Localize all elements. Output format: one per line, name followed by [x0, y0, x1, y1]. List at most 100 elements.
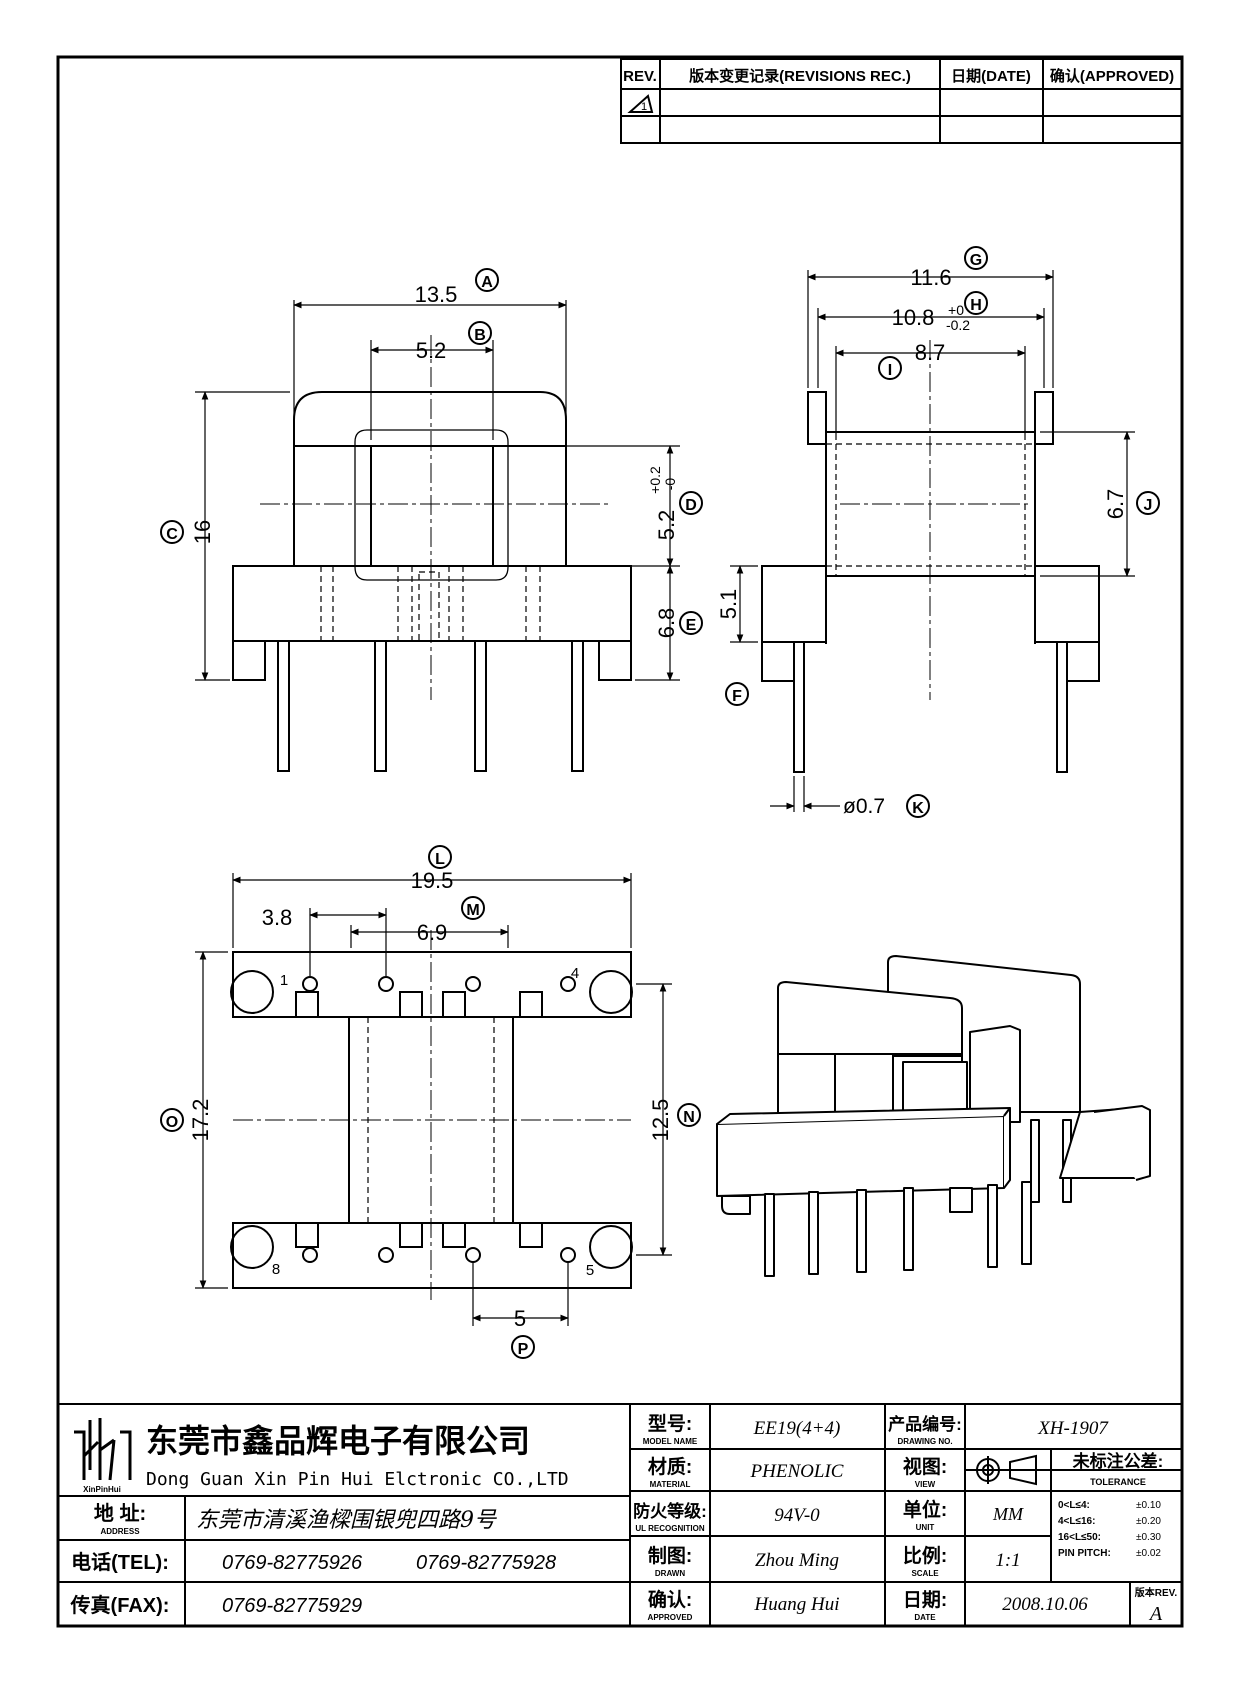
- dimension-n-value: 12.5: [648, 1099, 673, 1142]
- pin-1-label: 1: [280, 972, 288, 989]
- drawing-no-value: XH-1907: [1037, 1418, 1109, 1439]
- dimension-h-value: 10.8: [892, 305, 935, 330]
- dimension-o-value: 17.2: [188, 1099, 213, 1142]
- fax-value: 0769-82775929: [222, 1595, 362, 1617]
- approved-header: 确认(APPROVED): [1050, 67, 1174, 85]
- rev-header: REV.: [623, 68, 657, 85]
- dimension-g-tag: G: [964, 246, 988, 270]
- tel-label: 电话(TEL):: [71, 1551, 169, 1574]
- bottom-view: [230, 951, 633, 1289]
- revision-row-1-number: 1: [641, 101, 647, 113]
- svg-text:M: M: [466, 902, 479, 919]
- drawing-frame: [56, 55, 1184, 1628]
- pin-5-label: 5: [586, 1262, 594, 1279]
- drawn-label-en: DRAWN: [655, 1569, 685, 1578]
- tolerance-row-4-value: ±0.02: [1136, 1548, 1161, 1559]
- model-label-en: MODEL NAME: [643, 1437, 698, 1446]
- address-value: 东莞市清溪渔樑围银兜四路9号: [196, 1508, 497, 1533]
- drawn-value: Zhou Ming: [755, 1550, 839, 1571]
- dimension-i-tag: I: [878, 356, 902, 380]
- tolerance-row-4-range: PIN PITCH:: [1058, 1548, 1111, 1559]
- svg-text:O: O: [166, 1114, 178, 1131]
- address-label-en: ADDRESS: [100, 1527, 140, 1536]
- revision-table: [620, 58, 1183, 144]
- unit-value: MM: [992, 1504, 1024, 1524]
- front-view-centerlines: [260, 335, 610, 700]
- svg-text:D: D: [685, 497, 697, 514]
- tolerance-label: 未标注公差:: [1072, 1451, 1164, 1471]
- approved-label: 确认:: [648, 1588, 692, 1611]
- svg-text:N: N: [683, 1109, 695, 1126]
- dimension-a-value: 13.5: [415, 282, 458, 307]
- svg-text:E: E: [686, 617, 697, 634]
- material-value: PHENOLIC: [750, 1461, 844, 1482]
- tolerance-row-3-value: ±0.30: [1136, 1532, 1161, 1543]
- date-value: 2008.10.06: [1002, 1594, 1088, 1615]
- tolerance-label-en: TOLERANCE: [1090, 1477, 1146, 1487]
- dimension-h-tag: H: [964, 291, 988, 315]
- front-view-hidden-lines: [320, 566, 541, 642]
- material-label-en: MATERIAL: [650, 1480, 691, 1489]
- company-name-cn: 东莞市鑫品辉电子有限公司: [146, 1422, 530, 1460]
- company-logo: [74, 1418, 132, 1481]
- svg-text:C: C: [166, 526, 178, 543]
- dimension-d-value: 5.2: [654, 510, 679, 541]
- svg-text:G: G: [970, 252, 982, 269]
- fire-rating-label-en: UL RECOGNITION: [635, 1524, 704, 1533]
- drawing-no-label: 产品编号:: [888, 1414, 962, 1434]
- dimension-k-tag: K: [906, 794, 930, 818]
- model-label: 型号:: [648, 1412, 692, 1435]
- logo-text: XinPinHui: [83, 1485, 121, 1494]
- dimension-k-value: ø0.7: [843, 795, 885, 818]
- fax-label: 传真(FAX):: [70, 1593, 170, 1617]
- dimension-m-tag: M: [461, 896, 485, 920]
- dimension-h-tol-minus: -0.2: [946, 317, 970, 333]
- svg-text:B: B: [474, 327, 486, 344]
- dimension-d-tol-plus: +0.2: [647, 466, 663, 494]
- dimension-m-value: 6.9: [417, 920, 448, 945]
- dimension-i-value: 8.7: [915, 340, 946, 365]
- view-label: 视图:: [903, 1455, 947, 1478]
- scale-label: 比例:: [903, 1544, 947, 1567]
- dimension-j-value: 6.7: [1103, 489, 1128, 520]
- bottom-view-centerlines: [233, 930, 631, 1300]
- approved-label-en: APPROVED: [648, 1613, 693, 1622]
- date-label-en: DATE: [914, 1613, 936, 1622]
- tolerance-row-2-value: ±0.20: [1136, 1516, 1161, 1527]
- tel-2: 0769-82775928: [416, 1552, 556, 1574]
- revision-label: 版本REV.: [1135, 1586, 1178, 1599]
- svg-text:A: A: [481, 274, 493, 291]
- svg-text:I: I: [888, 362, 892, 379]
- drawn-label: 制图:: [648, 1544, 692, 1567]
- revision-value: A: [1148, 1603, 1163, 1625]
- dimension-e-tag: E: [679, 611, 703, 635]
- dimension-d-tol-minus: -0: [662, 478, 678, 491]
- unit-label: 单位:: [903, 1498, 947, 1521]
- dimension-b-value: 5.2: [416, 338, 447, 363]
- dimension-c-value: 16: [190, 520, 215, 544]
- dimension-c-tag: C: [160, 520, 184, 544]
- svg-text:L: L: [435, 851, 445, 868]
- date-header: 日期(DATE): [951, 67, 1031, 85]
- tolerance-row-3-range: 16<L≤50:: [1058, 1532, 1101, 1543]
- side-view-centerlines: [840, 340, 1030, 700]
- date-label: 日期:: [903, 1589, 947, 1611]
- address-label: 地 址:: [94, 1502, 146, 1525]
- projection-symbol-icon: [974, 1454, 1037, 1486]
- dimension-g-value: 11.6: [910, 265, 951, 290]
- dimension-m1-value: 3.8: [262, 905, 293, 930]
- dimension-n-tag: N: [677, 1103, 701, 1127]
- dimension-a-tag: A: [475, 268, 499, 292]
- dimension-l-value: 19.5: [411, 868, 454, 893]
- approved-value: Huang Hui: [754, 1594, 840, 1615]
- svg-text:H: H: [970, 297, 982, 314]
- pin-8-label: 8: [272, 1261, 280, 1278]
- svg-text:F: F: [732, 688, 742, 705]
- dimension-d-tag: D: [679, 491, 703, 515]
- tolerance-row-1-range: 0<L≤4:: [1058, 1500, 1090, 1511]
- tolerance-row-2-range: 4<L≤16:: [1058, 1516, 1095, 1527]
- dimension-b-tag: B: [468, 321, 492, 345]
- scale-value: 1:1: [995, 1550, 1020, 1571]
- dimension-e-value: 6.8: [654, 608, 679, 639]
